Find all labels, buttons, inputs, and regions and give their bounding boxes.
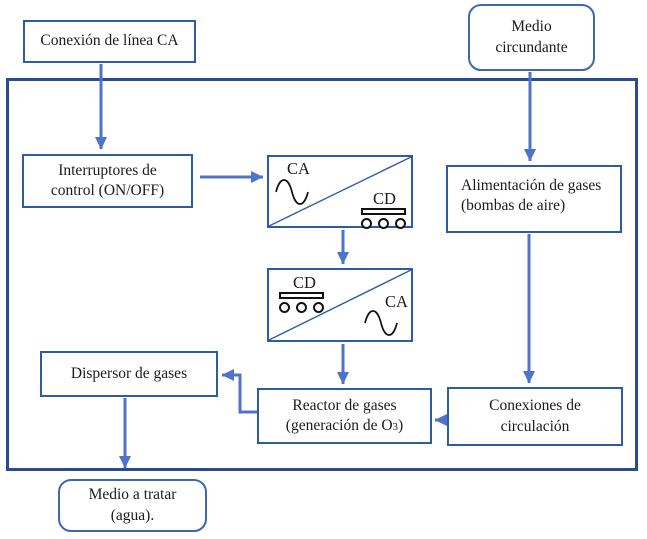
sine-wave-icon bbox=[275, 179, 309, 205]
dc-source-icon bbox=[361, 208, 406, 229]
diagonal-divider bbox=[269, 157, 411, 226]
dc-circles bbox=[361, 218, 406, 229]
node-label: Conexión de línea CA bbox=[40, 32, 179, 50]
node-medio-circundante: Medio circundante bbox=[468, 4, 595, 71]
ac-label: CA bbox=[287, 159, 310, 178]
node-medio-a-tratar: Medio a tratar (agua). bbox=[58, 479, 207, 532]
node-label: Dispersor de gases bbox=[70, 364, 188, 382]
ca-label: CA bbox=[385, 292, 408, 311]
cd-label: CD bbox=[293, 273, 316, 292]
node-label-line2: circulación bbox=[500, 417, 570, 435]
node-dispersor-gases: Dispersor de gases bbox=[40, 351, 218, 397]
node-label-line2: control (ON/OFF) bbox=[50, 182, 165, 199]
dc-bar bbox=[279, 292, 324, 299]
node-interruptores-control: Interruptores de control (ON/OFF) bbox=[22, 154, 193, 208]
node-label-line2: (bombas de aire) bbox=[461, 197, 566, 215]
ozone-subscript: 3 bbox=[392, 421, 399, 433]
node-label-line1: Interruptores de bbox=[58, 161, 157, 179]
node-label-line1: Conexiones de bbox=[489, 397, 581, 415]
diagonal-divider bbox=[269, 270, 411, 340]
node-label-line2: (agua). bbox=[110, 506, 155, 524]
reactor-line2-prefix: (generación de O bbox=[285, 417, 393, 434]
node-alimentacion-gases: Alimentación de gases (bombas de aire) bbox=[446, 165, 622, 233]
node-inversor-cd-ca: CD CA bbox=[267, 268, 413, 342]
dc-bar bbox=[361, 208, 406, 215]
arrow-reactor-to-dispersor bbox=[221, 369, 257, 414]
node-label-line1: Medio a tratar bbox=[88, 486, 177, 504]
node-rectificador-ca-cd: CA CD bbox=[267, 155, 413, 229]
sine-wave-icon bbox=[364, 310, 398, 336]
node-label-line1: Reactor de gases bbox=[292, 396, 397, 414]
node-label-line1: Alimentación de gases bbox=[461, 177, 602, 194]
node-label-line2: circundante bbox=[495, 38, 568, 56]
dc-circles bbox=[279, 302, 324, 313]
node-label-line1: Medio bbox=[511, 18, 552, 36]
node-label-line2: (generación de O3) bbox=[259, 416, 430, 436]
reactor-line2-suffix: ) bbox=[398, 417, 404, 434]
dc-source-icon bbox=[279, 292, 324, 313]
node-conexion-linea-ca: Conexión de línea CA bbox=[23, 20, 196, 63]
cd-label: CD bbox=[373, 189, 396, 208]
node-reactor-gases: Reactor de gases (generación de O3) bbox=[257, 388, 432, 444]
node-conexiones-circulacion: Conexiones de circulación bbox=[447, 387, 623, 446]
system-boundary-frame bbox=[6, 78, 638, 471]
